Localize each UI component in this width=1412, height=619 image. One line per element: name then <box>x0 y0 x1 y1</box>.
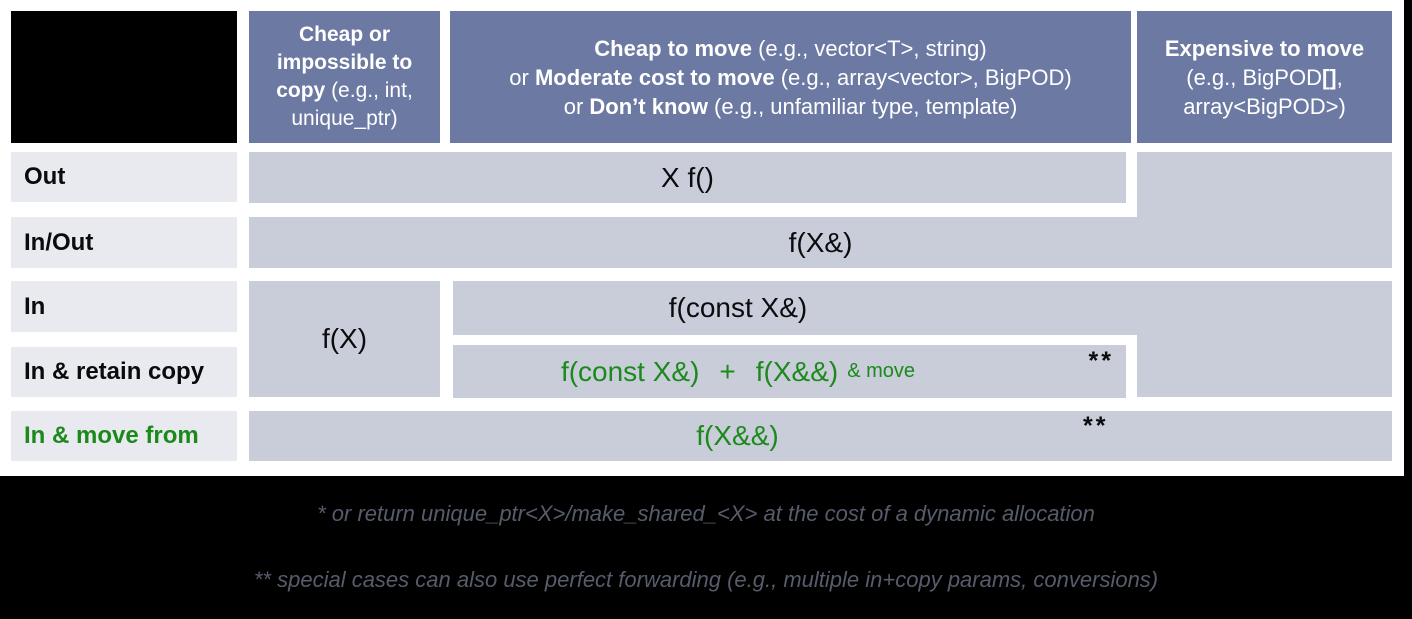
cell-in-retain-copy-text: f(const X&) + f(X&&) & move <box>453 345 1023 398</box>
col-header-expensive-move: Expensive to move (e.g., BigPOD[], array… <box>1137 11 1392 143</box>
footer-black-band <box>0 476 1412 619</box>
cell-inout-text: f(X&) <box>788 226 853 258</box>
top-left-black-box <box>11 11 237 143</box>
cell-in-fconstxref-text: f(const X&) <box>668 292 808 323</box>
row-label-in-retain-copy: In & retain copy <box>11 347 237 397</box>
col-header-cheap-moderate-move: Cheap to move (e.g., vector<T>, string) … <box>450 11 1131 143</box>
cell-in-fconstxref: f(const X&) <box>453 281 1392 335</box>
footnote-dynamic-allocation: * or return unique_ptr<X>/make_shared_<X… <box>317 501 1095 526</box>
header-line: copy (e.g., int, <box>276 79 413 102</box>
cell-inout-fxref: f(X&) <box>249 217 1392 268</box>
header-line: impossible to <box>276 51 413 74</box>
header-line: unique_ptr) <box>291 107 398 130</box>
footnote-perfect-forwarding: ** special cases can also use perfect fo… <box>253 567 1159 592</box>
row-label-out: Out <box>11 152 237 202</box>
header-line: or Moderate cost to move (e.g., array<ve… <box>509 64 1072 90</box>
row-label-in-move-from: In & move from <box>11 411 237 461</box>
retain-and-move: & move <box>847 360 916 382</box>
cell-in-fx-text: f(X) <box>321 323 368 354</box>
move-footnote-marker: ** <box>1083 412 1109 440</box>
cell-out-text: X f() <box>661 161 714 193</box>
retain-const-ref: f(const X&) <box>560 355 700 387</box>
retain-footnote-marker: ** <box>1088 347 1114 375</box>
header-line: Cheap or <box>298 23 390 46</box>
header-line: Expensive to move <box>1164 35 1365 61</box>
row-label-in-out: In/Out <box>11 217 237 268</box>
header-line: or Don’t know (e.g., unfamiliar type, te… <box>563 93 1018 119</box>
retain-rvalue-ref: f(X&&) <box>755 355 839 387</box>
cell-in-move-from-text: f(X&&) <box>696 420 779 451</box>
cell-in-fx: f(X) <box>249 281 440 397</box>
col-header-cheap-impossible-copy: Cheap or impossible to copy (e.g., int, … <box>249 11 440 143</box>
row-label-in: In <box>11 281 237 332</box>
header-line: (e.g., BigPOD[], <box>1186 64 1343 90</box>
header-line: Cheap to move (e.g., vector<T>, string) <box>594 35 987 61</box>
header-line: array<BigPOD>) <box>1183 93 1346 119</box>
retain-plus: + <box>719 355 736 387</box>
right-edge-black-strip <box>1404 0 1412 619</box>
cell-in-retain-copy: f(const X&) + f(X&&) & move ** <box>453 345 1126 398</box>
cell-in-move-from: f(X&&) ** <box>249 411 1392 461</box>
cell-out-xf: X f() <box>249 152 1126 203</box>
